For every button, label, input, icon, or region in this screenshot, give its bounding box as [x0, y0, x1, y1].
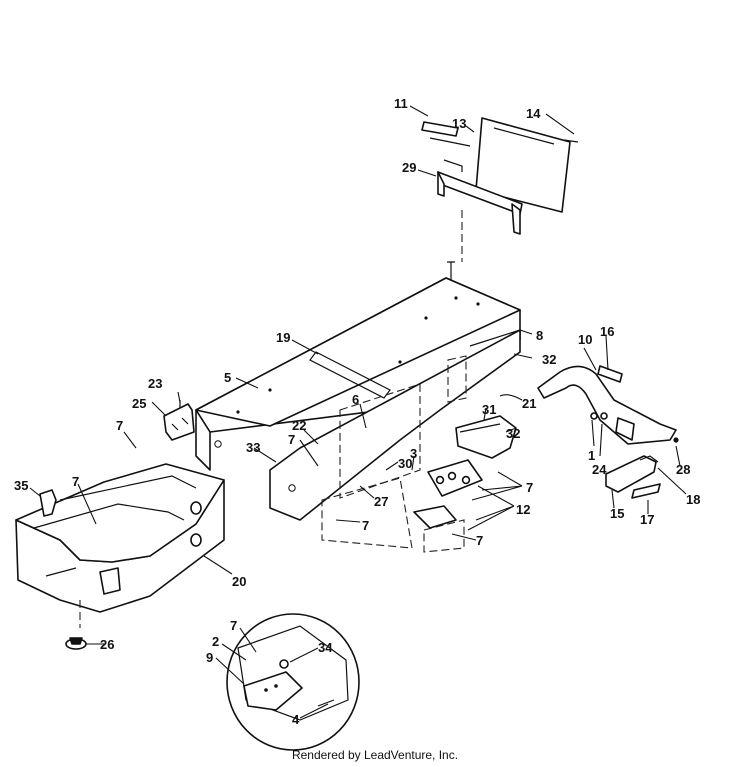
callout-28: 28 — [676, 462, 690, 477]
brackets-12 — [413, 459, 483, 553]
callout-5: 5 — [224, 370, 231, 385]
callout-29: 29 — [402, 160, 416, 175]
callout-19: 19 — [276, 330, 290, 345]
callout-3: 3 — [410, 446, 417, 461]
hood-panel — [421, 117, 579, 213]
front-bumper — [537, 365, 677, 445]
callout-7-c: 7 — [72, 474, 79, 489]
callout-22: 22 — [292, 418, 306, 433]
bumper-fasteners — [590, 412, 679, 443]
bumper-pad — [605, 455, 661, 499]
leader-lines — [29, 105, 687, 719]
footer-credit: Rendered by LeadVenture, Inc. — [291, 748, 459, 762]
callout-35: 35 — [14, 478, 28, 493]
callout-33: 33 — [246, 440, 260, 455]
callout-30: 30 — [398, 456, 412, 471]
callout-20: 20 — [232, 574, 246, 589]
bracket — [437, 159, 523, 235]
detail-inset — [226, 613, 360, 751]
callout-31: 31 — [482, 402, 496, 417]
rear-body — [15, 463, 225, 628]
callout-26: 26 — [100, 637, 114, 652]
callout-6: 6 — [352, 392, 359, 407]
main-frame — [195, 277, 521, 521]
callout-24: 24 — [592, 462, 607, 477]
callout-15: 15 — [610, 506, 624, 521]
callout-11: 11 — [394, 96, 408, 111]
callout-1: 1 — [588, 448, 595, 463]
floor-plate — [321, 477, 413, 549]
callout-7-a: 7 — [116, 418, 123, 433]
callout-14: 14 — [526, 106, 541, 121]
callout-2: 2 — [212, 634, 219, 649]
callout-32-upper: 32 — [542, 352, 556, 367]
callout-10: 10 — [578, 332, 592, 347]
callout-17: 17 — [640, 512, 654, 527]
callout-9: 9 — [206, 650, 213, 665]
callout-18: 18 — [686, 492, 700, 507]
callout-13: 13 — [452, 116, 466, 131]
callout-7-e: 7 — [362, 518, 369, 533]
bolt — [447, 261, 455, 282]
callout-23: 23 — [148, 376, 162, 391]
callout-7-f: 7 — [476, 533, 483, 548]
footrest — [455, 415, 517, 459]
callout-12: 12 — [516, 502, 530, 517]
callout-7-b: 7 — [288, 432, 295, 447]
callout-27: 27 — [374, 494, 388, 509]
callout-7-g: 7 — [230, 618, 237, 633]
callout-34: 34 — [318, 640, 333, 655]
latch — [39, 489, 57, 517]
callout-21: 21 — [522, 396, 536, 411]
bracket-25 — [163, 400, 195, 441]
callout-16: 16 — [600, 324, 614, 339]
callout-32-lower: 32 — [506, 426, 520, 441]
knob — [65, 637, 87, 650]
callout-7-d: 7 — [526, 480, 533, 495]
callout-4: 4 — [292, 712, 300, 727]
callout-25: 25 — [132, 396, 146, 411]
callouts: 11 13 14 29 19 5 8 32 10 16 21 23 25 6 3… — [14, 96, 700, 727]
callout-8: 8 — [536, 328, 543, 343]
